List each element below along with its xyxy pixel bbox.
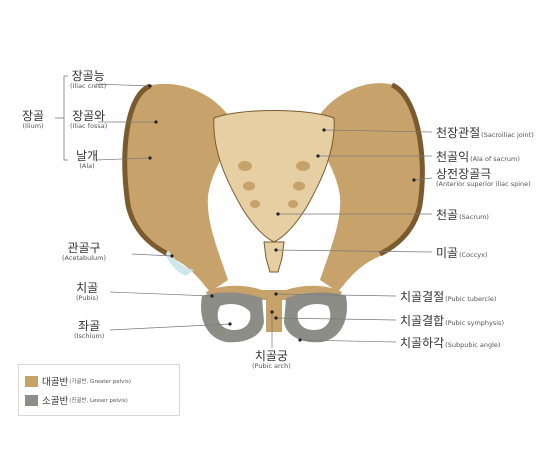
iliac-fossa-en: (Iliac fossa) bbox=[70, 123, 107, 130]
sacrum-label: 천골(Sacrum) bbox=[436, 206, 489, 222]
coccyx-en: (Coccyx) bbox=[459, 251, 487, 259]
left-lesser-pelvis bbox=[201, 292, 264, 342]
left-ilium bbox=[125, 84, 236, 292]
iliac-crest-ko: 장골능 bbox=[70, 70, 106, 82]
ischium-ko: 좌골 bbox=[74, 320, 104, 332]
coccyx-ko: 미골 bbox=[436, 246, 458, 260]
sacroiliac-joint-ko: 천장관절 bbox=[436, 126, 480, 140]
lesser-pelvis-swatch bbox=[25, 395, 38, 406]
right-lesser-pelvis bbox=[284, 292, 347, 342]
ala-of-sacrum-label: 천골익(Ala of sacrum) bbox=[436, 148, 520, 164]
asis-en: (Anterior superior iliac spine) bbox=[436, 181, 531, 188]
ala-of-sacrum-ko: 천골익 bbox=[436, 150, 469, 164]
sacroiliac-joint-en: (Sacroiliac joint) bbox=[481, 131, 534, 139]
pubic-symphysis-en: (Pubic symphysis) bbox=[445, 319, 504, 327]
legend-lesser-en: (진골반, Lesser pelvis) bbox=[69, 396, 128, 404]
pubis-en: (Pubis) bbox=[76, 295, 98, 302]
ilium-en: (Ilium) bbox=[22, 123, 44, 130]
iliac-crest-en: (Iliac crest) bbox=[70, 83, 106, 90]
pubis-label: 치골 (Pubis) bbox=[76, 282, 98, 302]
ala-of-sacrum-en: (Ala of sacrum) bbox=[470, 155, 520, 163]
acetabulum-ko: 관골구 bbox=[62, 242, 106, 254]
pubic-tubercle-label: 치골결절(Pubic tubercle) bbox=[400, 288, 496, 304]
pubic-symphysis-ko: 치골결합 bbox=[400, 314, 444, 328]
subpubic-angle-ko: 치골하각 bbox=[400, 336, 444, 350]
sacrum-ko: 천골 bbox=[436, 208, 458, 222]
asis-label: 상전장골극 (Anterior superior iliac spine) bbox=[436, 168, 531, 188]
ala-ko: 날개 bbox=[76, 150, 98, 162]
iliac-fossa-label: 장골와 (Iliac fossa) bbox=[70, 110, 107, 130]
ischium-label: 좌골 (Ischium) bbox=[74, 320, 104, 340]
right-ilium bbox=[312, 83, 422, 292]
ala-en: (Ala) bbox=[76, 163, 98, 170]
legend-lesser-ko: 소골반 bbox=[42, 393, 68, 407]
pubic-tubercle-en: (Pubic tubercle) bbox=[445, 295, 496, 303]
subpubic-angle-en: (Subpubic angle) bbox=[445, 341, 500, 349]
iliac-fossa-ko: 장골와 bbox=[70, 110, 107, 122]
coccyx-label: 미골(Coccyx) bbox=[436, 244, 488, 260]
asis-ko: 상전장골극 bbox=[436, 168, 531, 180]
sacrum-en: (Sacrum) bbox=[459, 213, 489, 221]
legend-greater: 대골반(가골반, Greater pelvis) bbox=[25, 374, 131, 388]
pubic-arch-en: (Pubic arch) bbox=[252, 363, 291, 370]
legend-lesser: 소골반(진골반, Lesser pelvis) bbox=[25, 393, 128, 407]
pubic-arch-ko: 치골궁 bbox=[252, 350, 291, 362]
ilium-label: 장골 (Ilium) bbox=[22, 110, 44, 130]
ischium-en: (Ischium) bbox=[74, 333, 104, 340]
iliac-crest-label: 장골능 (Iliac crest) bbox=[70, 70, 106, 90]
ilium-bracket bbox=[55, 76, 68, 160]
greater-pelvis-swatch bbox=[25, 376, 38, 387]
pubic-tubercle-ko: 치골결절 bbox=[400, 290, 444, 304]
sacroiliac-joint-label: 천장관절(Sacroiliac joint) bbox=[436, 124, 534, 140]
acetabulum-label: 관골구 (Acetabulum) bbox=[62, 242, 106, 262]
sacrum-bone bbox=[214, 111, 334, 243]
ala-label: 날개 (Ala) bbox=[76, 150, 98, 170]
legend-greater-en: (가골반, Greater pelvis) bbox=[69, 377, 131, 385]
coccyx-bone bbox=[264, 242, 284, 272]
subpubic-angle-label: 치골하각(Subpubic angle) bbox=[400, 334, 500, 350]
pubis-ko: 치골 bbox=[76, 282, 98, 294]
pubic-symphysis-bar bbox=[266, 296, 282, 332]
legend: 대골반(가골반, Greater pelvis) 소골반(진골반, Lesser… bbox=[18, 364, 180, 416]
ilium-ko: 장골 bbox=[22, 110, 44, 122]
legend-greater-ko: 대골반 bbox=[42, 374, 68, 388]
pubic-symphysis-label: 치골결합(Pubic symphysis) bbox=[400, 312, 504, 328]
acetabulum-en: (Acetabulum) bbox=[62, 255, 106, 262]
pubic-arch-label: 치골궁 (Pubic arch) bbox=[252, 350, 291, 370]
